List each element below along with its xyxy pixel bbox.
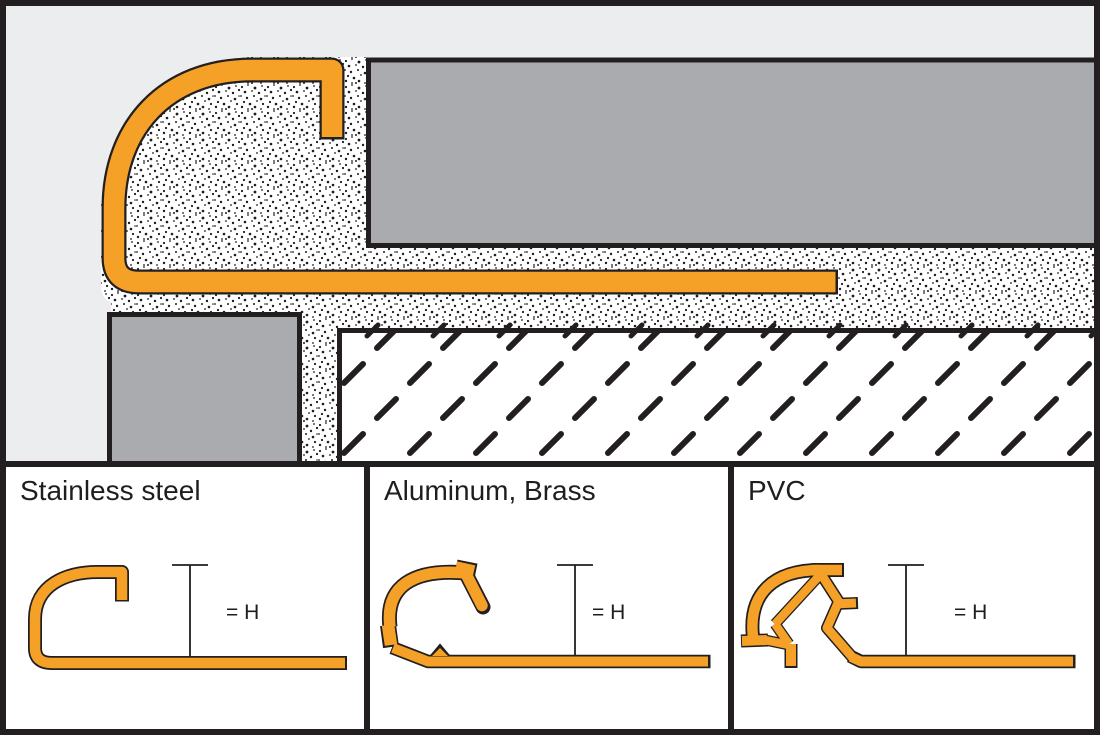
height-label: = H — [592, 601, 625, 624]
panel-aluminum-brass: Aluminum, Brass — [370, 467, 728, 729]
tile-upper-right — [366, 57, 1094, 248]
height-dimension: = H — [172, 564, 259, 656]
height-dimension: = H — [888, 564, 987, 655]
substrate-hatch — [337, 328, 1094, 461]
wall-background — [6, 6, 346, 341]
profile-pvc — [740, 563, 1076, 669]
cross-section-drawing — [6, 6, 1094, 461]
tile-lower-left — [107, 312, 302, 461]
edge-profile — [101, 57, 838, 295]
panel-title-pvc: PVC — [748, 475, 806, 506]
material-panels: Stainless steel = H Aluminum, Brass — [6, 467, 1094, 729]
panel-title-stainless-steel: Stainless steel — [20, 475, 201, 506]
panel-pvc: PVC — [734, 467, 1094, 729]
installation-cross-section — [6, 6, 1094, 461]
substrate-ticks — [364, 322, 1094, 339]
profile-drawing-stainless-steel: = H — [28, 564, 347, 670]
height-label: = H — [226, 601, 259, 624]
height-dimension: = H — [557, 564, 625, 655]
panel-stainless-steel: Stainless steel = H — [6, 467, 364, 729]
profile-stainless-steel — [28, 565, 347, 670]
profile-aluminum-brass — [380, 559, 711, 669]
profile-drawing-aluminum-brass: = H — [380, 559, 711, 669]
panel-title-aluminum-brass: Aluminum, Brass — [384, 475, 596, 506]
height-label: = H — [954, 601, 987, 624]
profile-drawing-pvc: = H — [740, 563, 1076, 669]
